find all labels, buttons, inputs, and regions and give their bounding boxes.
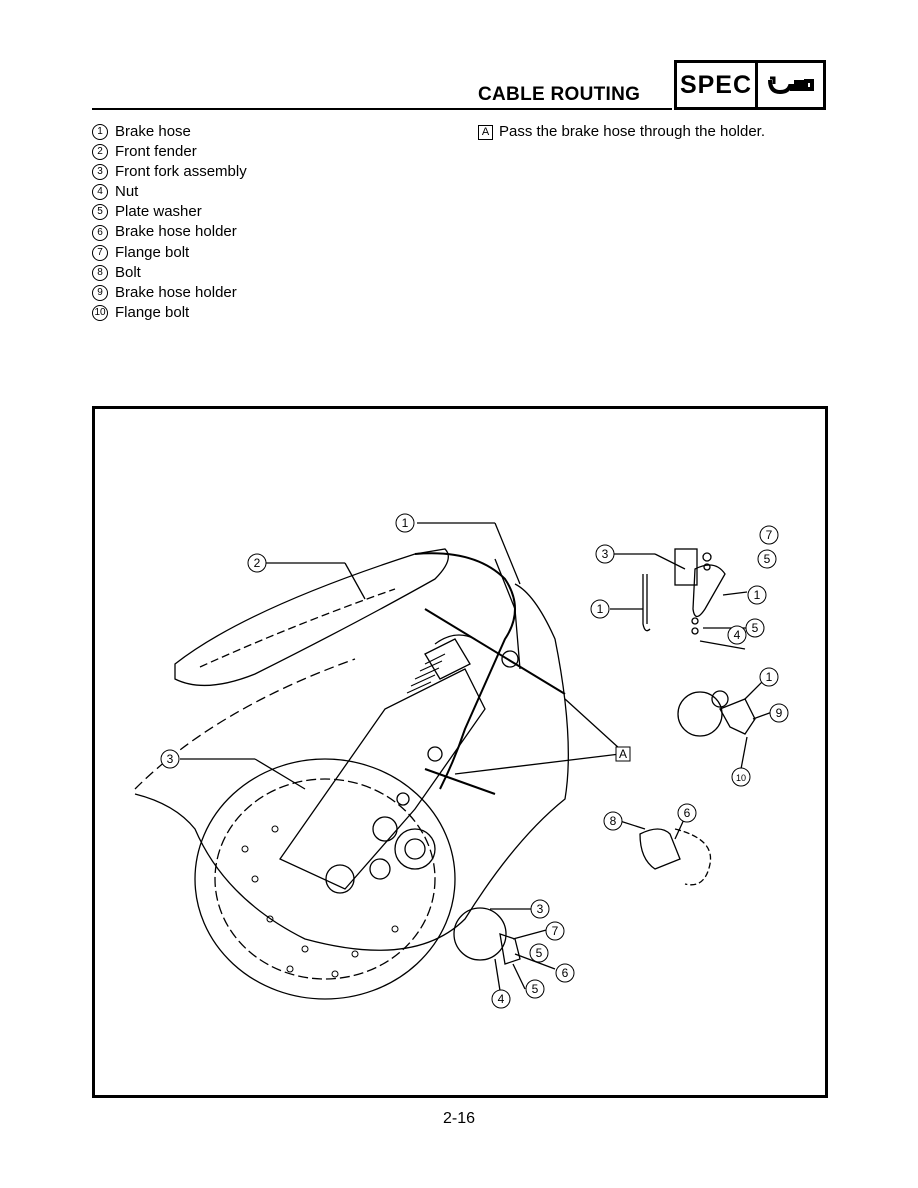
svg-text:6: 6 xyxy=(562,966,569,980)
svg-text:9: 9 xyxy=(776,706,783,720)
callout: 1 xyxy=(747,585,767,605)
legend-number: 8 xyxy=(92,264,108,281)
page-number: 2-16 xyxy=(442,1110,476,1127)
callout: 10 xyxy=(731,767,751,787)
legend-number: 10 xyxy=(92,304,108,321)
note-text: Pass the brake hose through the holder. xyxy=(499,123,766,140)
callout: 5 xyxy=(745,618,765,638)
callout: 2 xyxy=(247,553,267,573)
legend-label: Front fork assembly xyxy=(115,163,247,181)
callout: 4 xyxy=(491,989,511,1009)
callout: 4 xyxy=(727,625,747,645)
callout: 5 xyxy=(529,943,549,963)
wrench-gauge-icon xyxy=(758,63,823,107)
svg-text:5: 5 xyxy=(532,982,539,996)
svg-text:A: A xyxy=(619,747,627,761)
header-rule xyxy=(92,108,672,110)
svg-text:4: 4 xyxy=(498,992,505,1006)
svg-text:3: 3 xyxy=(167,752,174,766)
legend-number: 4 xyxy=(92,184,108,201)
front-fork xyxy=(279,668,486,890)
svg-text:10: 10 xyxy=(736,773,746,783)
svg-text:1: 1 xyxy=(597,602,604,616)
svg-text:4: 4 xyxy=(734,628,741,642)
callout: 3 xyxy=(530,899,550,919)
routing-note: A Pass the brake hose through the holder… xyxy=(478,122,765,142)
legend-item: 10 Flange bolt xyxy=(92,303,247,323)
legend-label: Flange bolt xyxy=(115,303,190,321)
spec-badge: SPEC xyxy=(674,60,826,110)
legend-item: 4 Nut xyxy=(92,182,247,202)
legend-number: 1 xyxy=(92,124,108,141)
callout: 6 xyxy=(677,803,697,823)
legend-number: 5 xyxy=(92,204,108,221)
page-title: CABLE ROUTING xyxy=(478,84,641,105)
legend-number: 9 xyxy=(92,284,108,301)
callout: 7 xyxy=(545,921,565,941)
spec-badge-label: SPEC xyxy=(677,63,758,107)
note-marker: A xyxy=(478,124,493,140)
brake-hose-path xyxy=(414,552,516,790)
legend-label: Flange bolt xyxy=(115,243,190,261)
legend-item: 6 Brake hose holder xyxy=(92,222,247,242)
legend-label: Brake hose holder xyxy=(115,283,237,301)
callout: 1 xyxy=(759,667,779,687)
svg-text:1: 1 xyxy=(766,670,773,684)
svg-text:3: 3 xyxy=(602,547,609,561)
front-fender xyxy=(174,548,449,687)
routing-illustration: 1 2 3 7 3 5 1 1 5 4 1 9 3 A 10 8 6 3 7 5… xyxy=(92,406,828,1098)
svg-text:5: 5 xyxy=(764,552,771,566)
illustration-drawing: 1 2 3 7 3 5 1 1 5 4 1 9 3 A 10 8 6 3 7 5… xyxy=(95,409,789,1009)
callout: 1 xyxy=(590,599,610,619)
legend-item: 1 Brake hose xyxy=(92,122,247,142)
legend-item: 5 Plate washer xyxy=(92,202,247,222)
parts-legend: 1 Brake hose 2 Front fender 3 Front fork as… xyxy=(92,122,247,323)
legend-item: 3 Front fork assembly xyxy=(92,162,247,182)
legend-number: 3 xyxy=(92,164,108,181)
svg-text:3: 3 xyxy=(537,902,544,916)
legend-number: 2 xyxy=(92,144,108,161)
callout: 5 xyxy=(757,549,777,569)
callout: 3 xyxy=(160,749,180,769)
legend-number: 6 xyxy=(92,224,108,241)
svg-text:8: 8 xyxy=(610,814,617,828)
legend-label: Bolt xyxy=(115,263,141,281)
legend-label: Brake hose holder xyxy=(115,223,237,241)
callout: 9 xyxy=(769,703,789,723)
callout: 1 xyxy=(395,513,415,533)
svg-text:5: 5 xyxy=(536,946,543,960)
legend-item: 7 Flange bolt xyxy=(92,243,247,263)
svg-text:7: 7 xyxy=(766,528,773,542)
svg-text:1: 1 xyxy=(402,516,409,530)
legend-label: Brake hose xyxy=(115,123,191,140)
svg-text:7: 7 xyxy=(552,924,559,938)
callout: 6 xyxy=(555,963,575,983)
callout: A xyxy=(615,746,631,762)
legend-item: 8 Bolt xyxy=(92,263,247,283)
legend-label: Nut xyxy=(115,183,139,201)
callouts: 1 2 3 7 3 5 1 1 5 4 1 9 3 A 10 8 6 3 7 5… xyxy=(95,409,789,1009)
svg-text:6: 6 xyxy=(684,806,691,820)
legend-number: 7 xyxy=(92,244,108,261)
callout: 5 xyxy=(525,979,545,999)
legend-item: 2 Front fender xyxy=(92,142,247,162)
brake-disc xyxy=(194,758,456,1000)
callout: 3 xyxy=(595,544,615,564)
callout: 8 xyxy=(603,811,623,831)
legend-item: 9 Brake hose holder xyxy=(92,283,247,303)
legend-label: Plate washer xyxy=(115,203,202,221)
callout: 3 xyxy=(95,409,99,412)
svg-text:5: 5 xyxy=(752,621,759,635)
svg-text:1: 1 xyxy=(754,588,761,602)
legend-label: Front fender xyxy=(115,143,197,161)
callout: 7 xyxy=(759,525,779,545)
svg-text:2: 2 xyxy=(254,556,261,570)
